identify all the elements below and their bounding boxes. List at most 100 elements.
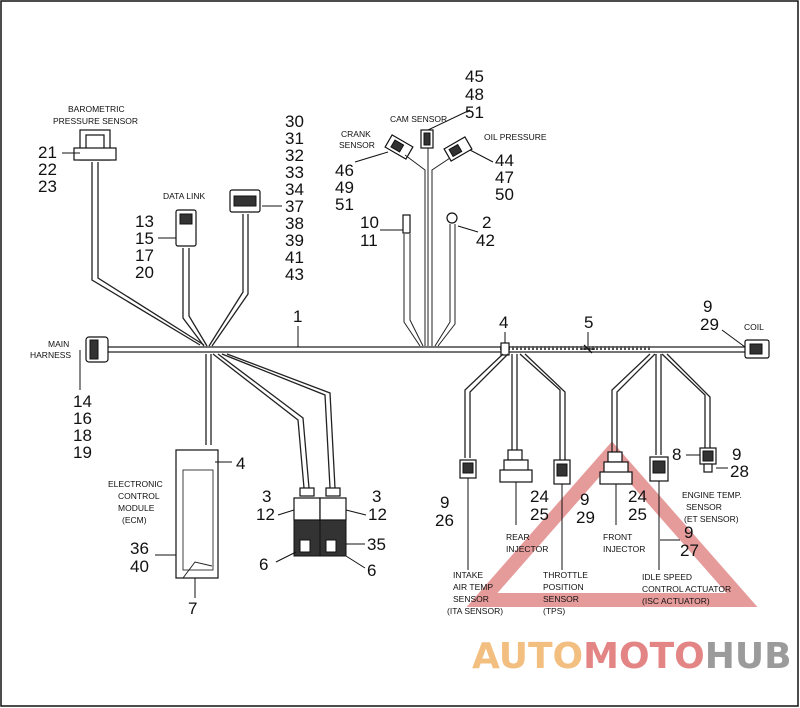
callout-23: 23 <box>38 177 57 196</box>
callout-3-right: 3 <box>372 487 381 506</box>
tps-label-1: THROTTLE <box>543 570 588 580</box>
ecm-label-3: MODULE <box>118 503 155 513</box>
callout-45: 45 <box>465 67 484 86</box>
tps-label-2: POSITION <box>543 582 584 592</box>
callout-50: 50 <box>495 185 514 204</box>
callout-21: 21 <box>38 143 57 162</box>
callout-34: 34 <box>285 180 304 199</box>
callout-35: 35 <box>367 535 386 554</box>
callout-24-front: 24 <box>628 487 647 506</box>
lower-branch-wires <box>464 353 711 460</box>
watermark-triangle <box>466 441 758 607</box>
callout-27: 27 <box>680 541 699 560</box>
main-harness-connector <box>79 336 109 390</box>
callout-31: 31 <box>285 129 304 148</box>
callout-13: 13 <box>135 212 154 231</box>
relay-left <box>293 487 321 557</box>
front-injector-connector <box>599 451 633 525</box>
sensor-branch-wires <box>404 148 451 346</box>
front-injector-label-2: INJECTOR <box>603 544 645 554</box>
callout-7: 7 <box>188 599 197 618</box>
callout-6-right: 6 <box>367 561 376 580</box>
callout-43: 43 <box>285 265 304 284</box>
oil-pressure-sensor <box>443 136 473 162</box>
relay-right <box>319 487 347 557</box>
data-link-label: DATA LINK <box>163 191 206 201</box>
ita-sensor-connector <box>459 459 477 570</box>
crank-label-2: SENSOR <box>339 140 375 150</box>
cam-sensor <box>420 129 434 149</box>
et-label-2: SENSOR <box>686 502 722 512</box>
callout-41: 41 <box>285 248 304 267</box>
coil-connector <box>744 339 770 359</box>
crank-sensor <box>384 134 414 160</box>
callout-25-rear: 25 <box>530 505 549 524</box>
callout-22: 22 <box>38 160 57 179</box>
multi-pin-connector <box>208 189 282 347</box>
callout-9-et: 9 <box>732 445 741 464</box>
tps-connector <box>553 459 571 570</box>
oil-pressure-label: OIL PRESSURE <box>484 132 547 142</box>
jumper-wire-10 <box>402 214 424 347</box>
callout-12-right: 12 <box>368 505 387 524</box>
callout-48: 48 <box>465 85 484 104</box>
callout-19: 19 <box>73 443 92 462</box>
callout-29-coil: 29 <box>700 315 719 334</box>
ecm-label-1: ELECTRONIC <box>108 479 163 489</box>
callout-10: 10 <box>360 213 379 232</box>
ring-terminal <box>434 212 458 347</box>
crank-label-1: CRANK <box>341 129 371 139</box>
callout-12-left: 12 <box>256 505 275 524</box>
rear-injector-label-1: REAR <box>506 532 530 542</box>
callout-8: 8 <box>672 445 681 464</box>
watermark-text-auto: AUTOMOTOHUB <box>472 636 792 677</box>
main-harness-trunk <box>108 346 745 353</box>
callout-9-coil: 9 <box>703 297 712 316</box>
callout-42: 42 <box>476 231 495 250</box>
callout-3-left: 3 <box>262 487 271 506</box>
main-harness-label-2: HARNESS <box>30 350 71 360</box>
ecm-label-2: CONTROL <box>118 491 160 501</box>
callout-47: 47 <box>495 168 514 187</box>
cam-sensor-label: CAM SENSOR <box>390 114 447 124</box>
tps-label-3: SENSOR <box>543 594 579 604</box>
isc-label-2: CONTROL ACTUATOR <box>642 584 731 594</box>
callout-4-ecm: 4 <box>236 454 245 473</box>
coil-label: COIL <box>744 322 764 332</box>
callout-25-front: 25 <box>628 505 647 524</box>
rear-injector-label-2: INJECTOR <box>506 544 548 554</box>
callout-2: 2 <box>482 213 491 232</box>
ita-label-1: INTAKE <box>453 570 483 580</box>
callout-30: 30 <box>285 112 304 131</box>
callout-4-top: 4 <box>499 313 508 332</box>
callout-51b: 51 <box>335 195 354 214</box>
callout-39: 39 <box>285 231 304 250</box>
watermark: AUTOMOTOHUB <box>466 441 792 677</box>
callout-32: 32 <box>285 146 304 165</box>
callout-46: 46 <box>335 161 354 180</box>
barometric-pressure-sensor <box>73 129 205 346</box>
callout-51a: 51 <box>465 103 484 122</box>
callout-9-tps: 9 <box>580 490 589 509</box>
et-sensor-connector <box>699 447 717 473</box>
ecm-label-4: (ECM) <box>122 515 147 525</box>
callout-9-isc: 9 <box>684 523 693 542</box>
callout-40: 40 <box>130 557 149 576</box>
ita-label-2: AIR TEMP <box>453 582 493 592</box>
callout-28: 28 <box>730 462 749 481</box>
et-label-3: (ET SENSOR) <box>684 514 739 524</box>
callout-9-ita: 9 <box>440 493 449 512</box>
ita-label-4: (ITA SENSOR) <box>447 606 503 616</box>
callout-15: 15 <box>135 229 154 248</box>
ecm-module <box>175 354 219 579</box>
barometric-label-2: PRESSURE SENSOR <box>53 116 138 126</box>
tps-label-4: (TPS) <box>543 606 565 616</box>
callout-20: 20 <box>135 263 154 282</box>
callout-18: 18 <box>73 426 92 445</box>
harness-clip <box>500 342 510 356</box>
callout-17: 17 <box>135 246 154 265</box>
callout-1: 1 <box>293 307 302 326</box>
